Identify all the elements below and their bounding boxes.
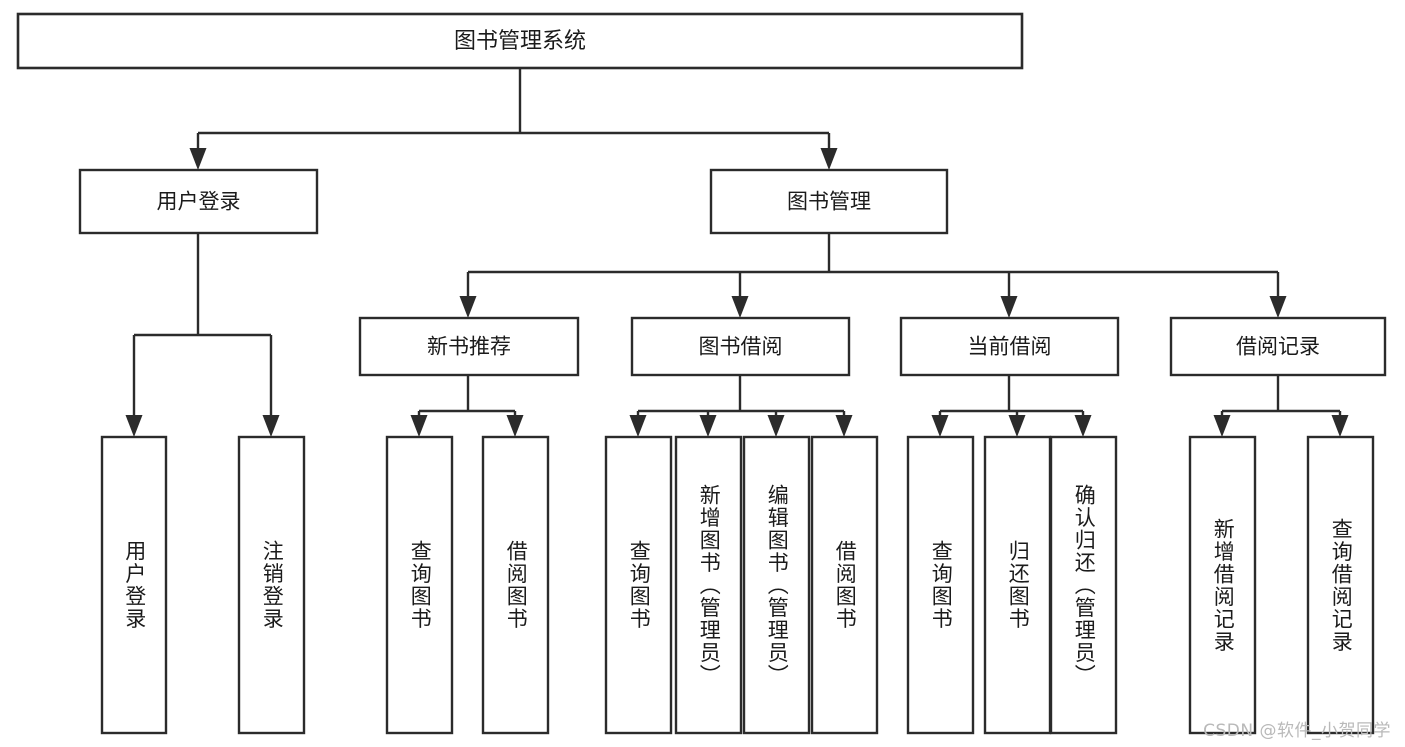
- node-box-new-book-recommend[interactable]: [358, 316, 580, 377]
- node-book-borrow[interactable]: 图书借阅: [630, 316, 851, 377]
- node-label-new-book-recommend: 新书推荐: [427, 335, 511, 359]
- node-leaf-query-book-2[interactable]: [604, 435, 673, 735]
- arrow-head-icon: [125, 415, 143, 437]
- node-leaf-query-book-3[interactable]: [906, 435, 975, 735]
- arrow-head-icon: [767, 415, 785, 437]
- watermark-text: CSDN @软件_小贺同学: [1203, 721, 1391, 741]
- node-leaf-add-borrow-record[interactable]: [1188, 435, 1257, 735]
- node-leaf-add-book[interactable]: [674, 435, 743, 735]
- node-box-leaf-borrow-book-1[interactable]: [481, 435, 550, 735]
- node-label-user-login: 用户登录: [157, 190, 241, 214]
- arrow-head-icon: [1213, 415, 1231, 437]
- arrow-head-icon: [1008, 415, 1026, 437]
- node-current-borrow[interactable]: 当前借阅: [899, 316, 1120, 377]
- node-user-login[interactable]: 用户登录: [78, 168, 319, 235]
- node-box-leaf-return-book[interactable]: [983, 435, 1052, 735]
- node-book-manage[interactable]: 图书管理: [709, 168, 949, 235]
- node-box-book-borrow[interactable]: [630, 316, 851, 377]
- node-box-user-login[interactable]: [78, 168, 319, 235]
- node-leaf-user-login[interactable]: [100, 435, 168, 735]
- node-root[interactable]: 图书管理系统: [16, 12, 1024, 70]
- arrow-head-icon: [931, 415, 949, 437]
- node-leaf-return-book[interactable]: [983, 435, 1052, 735]
- connector-conn-userlogin-to-leaves: [125, 233, 280, 437]
- node-box-root[interactable]: [16, 12, 1024, 70]
- arrow-head-icon: [262, 415, 280, 437]
- connector-conn-newbook-to-leaves: [410, 375, 524, 437]
- arrow-head-icon: [731, 296, 749, 318]
- arrow-head-icon: [820, 148, 838, 170]
- arrow-head-icon: [835, 415, 853, 437]
- node-new-book-recommend[interactable]: 新书推荐: [358, 316, 580, 377]
- node-box-borrow-record[interactable]: [1169, 316, 1387, 377]
- node-leaf-borrow-book-1[interactable]: [481, 435, 550, 735]
- arrow-head-icon: [1331, 415, 1349, 437]
- node-box-leaf-add-borrow-record[interactable]: [1188, 435, 1257, 735]
- node-label-current-borrow: 当前借阅: [968, 335, 1052, 359]
- connector-conn-root-to-level2: [189, 68, 838, 170]
- node-box-leaf-edit-book[interactable]: [742, 435, 811, 735]
- node-label-book-borrow: 图书借阅: [699, 335, 783, 359]
- arrow-head-icon: [459, 296, 477, 318]
- arrow-head-icon: [1269, 296, 1287, 318]
- connector-layer: [125, 68, 1349, 437]
- arrow-head-icon: [410, 415, 428, 437]
- connector-conn-bookmanage-to-level3: [459, 233, 1287, 318]
- node-leaf-logout-login[interactable]: [237, 435, 306, 735]
- connector-conn-currentborrow-to-leaves: [931, 375, 1092, 437]
- node-box-leaf-query-book-2[interactable]: [604, 435, 673, 735]
- node-box-leaf-query-book-3[interactable]: [906, 435, 975, 735]
- arrow-head-icon: [189, 148, 207, 170]
- node-box-leaf-query-book-1[interactable]: [385, 435, 454, 735]
- arrow-head-icon: [1074, 415, 1092, 437]
- node-leaf-borrow-book-2[interactable]: [810, 435, 879, 735]
- node-leaf-confirm-return[interactable]: [1049, 435, 1118, 735]
- node-borrow-record[interactable]: 借阅记录: [1169, 316, 1387, 377]
- node-box-leaf-confirm-return[interactable]: [1049, 435, 1118, 735]
- connector-conn-bookborrow-to-leaves: [629, 375, 853, 437]
- node-leaf-query-borrow-record[interactable]: [1306, 435, 1375, 735]
- arrow-head-icon: [699, 415, 717, 437]
- node-box-book-manage[interactable]: [709, 168, 949, 235]
- node-box-current-borrow[interactable]: [899, 316, 1120, 377]
- node-leaf-edit-book[interactable]: [742, 435, 811, 735]
- node-box-leaf-add-book[interactable]: [674, 435, 743, 735]
- arrow-head-icon: [1000, 296, 1018, 318]
- node-label-root: 图书管理系统: [454, 29, 586, 54]
- node-label-book-manage: 图书管理: [787, 190, 871, 214]
- arrow-head-icon: [629, 415, 647, 437]
- node-label-borrow-record: 借阅记录: [1236, 335, 1320, 359]
- node-box-leaf-query-borrow-record[interactable]: [1306, 435, 1375, 735]
- node-box-leaf-user-login[interactable]: [100, 435, 168, 735]
- node-box-leaf-borrow-book-2[interactable]: [810, 435, 879, 735]
- node-box-leaf-logout-login[interactable]: [237, 435, 306, 735]
- connector-conn-borrowrecord-to-leaves: [1213, 375, 1349, 437]
- node-leaf-query-book-1[interactable]: [385, 435, 454, 735]
- arrow-head-icon: [506, 415, 524, 437]
